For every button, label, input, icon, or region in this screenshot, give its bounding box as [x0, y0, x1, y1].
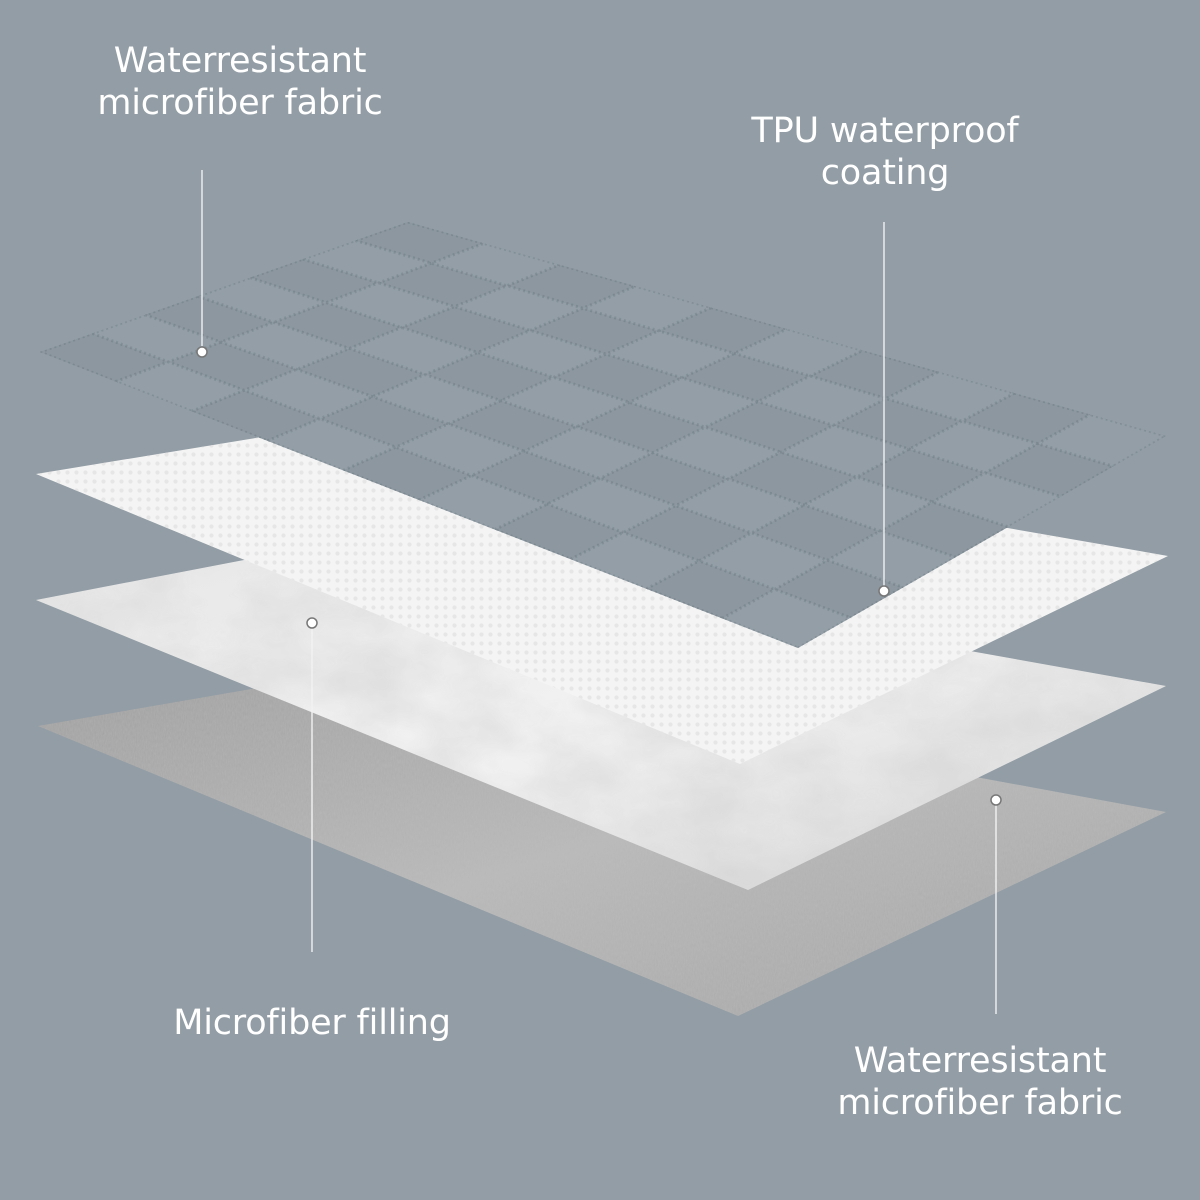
- quilt-cell: [244, 369, 373, 419]
- marker-bottom-fabric: [990, 794, 1002, 806]
- quilt-cell: [757, 376, 887, 426]
- quilt-cell: [250, 259, 379, 303]
- label-tpu-line1: TPU waterproof: [751, 111, 1019, 151]
- quilt-cell: [734, 329, 863, 376]
- quilt-cell: [419, 475, 548, 530]
- quilt-cell: [856, 449, 986, 502]
- quilt-cell: [722, 589, 851, 648]
- quilt-cell: [524, 426, 653, 479]
- filling-layer: [36, 540, 1166, 890]
- quilt-cell: [448, 400, 577, 452]
- leader-markers: [196, 346, 1002, 806]
- quilt-cell: [145, 296, 274, 343]
- quilt-cell: [646, 560, 775, 619]
- quilt-cell: [553, 354, 682, 403]
- quilt-cell: [606, 330, 735, 378]
- marker-top-fabric: [196, 346, 208, 358]
- marker-filling: [306, 617, 318, 629]
- quilt-cell: [500, 377, 630, 427]
- quilt-cell: [780, 425, 910, 478]
- quilt-cell: [658, 307, 787, 354]
- label-bottom-fabric-line2: microfiber fabric: [837, 1083, 1123, 1123]
- marker-tpu: [878, 585, 890, 597]
- quilt-cell: [833, 398, 962, 450]
- quilt-cell: [623, 505, 752, 561]
- quilt-cell: [372, 374, 501, 424]
- quilt-cell: [343, 447, 472, 500]
- quilt-cell: [530, 308, 659, 355]
- quilt-cell: [355, 222, 484, 264]
- quilt-cell: [1037, 414, 1166, 467]
- quilt-cell: [349, 327, 478, 375]
- quilt-cell: [652, 427, 781, 479]
- label-bottom-fabric: Waterresistant microfiber fabric: [780, 1040, 1180, 1124]
- quilt-cell: [302, 240, 432, 283]
- label-top-fabric: Waterresistant microfiber fabric: [40, 40, 440, 124]
- quilt-cell: [675, 478, 805, 533]
- quilt-cell: [751, 504, 880, 561]
- quilt-cell: [879, 501, 1009, 558]
- quilt-cell: [599, 452, 729, 506]
- quilt-cell: [582, 286, 712, 331]
- quilt-cell: [273, 302, 402, 349]
- quilt-cell: [471, 451, 600, 504]
- quilt-cell: [547, 478, 676, 533]
- quilt-cell: [40, 333, 169, 382]
- quilt-cell: [886, 371, 1015, 422]
- quilt-cell: [494, 504, 624, 560]
- label-top-fabric-line1: Waterresistant: [113, 41, 367, 81]
- quilted-fabric-layer: [40, 222, 1166, 648]
- quilt-cell: [810, 350, 939, 399]
- label-filling-line1: Microfiber filling: [173, 1003, 451, 1043]
- quilt-cell: [115, 361, 245, 412]
- quilt-cell: [197, 277, 327, 323]
- label-filling: Microfiber filling: [112, 1002, 512, 1044]
- label-tpu-coating: TPU waterproof coating: [685, 110, 1085, 194]
- label-top-fabric-line2: microfiber fabric: [97, 83, 383, 123]
- quilt-cell: [576, 402, 706, 453]
- quilt-cell: [570, 532, 699, 589]
- quilt-cell: [985, 443, 1114, 497]
- tpu-coating-layer: [36, 418, 1168, 764]
- quilt-cell: [425, 352, 554, 401]
- quilt-cell: [92, 314, 221, 362]
- quilt-cell: [477, 330, 607, 378]
- quilt-cell: [319, 396, 449, 448]
- quilt-cell: [454, 285, 583, 331]
- quilt-cell: [774, 560, 904, 618]
- label-bottom-fabric-line1: Waterresistant: [853, 1041, 1107, 1081]
- quilt-cell: [191, 390, 320, 441]
- quilt-cell: [698, 532, 828, 590]
- quilt-cell: [705, 401, 834, 453]
- quilt-cell: [296, 348, 426, 397]
- quilt-cell: [431, 243, 560, 286]
- quilt-cell: [507, 264, 636, 309]
- quilt-cell: [728, 452, 857, 505]
- quilt-cell: [932, 472, 1061, 527]
- quilt-cell: [961, 393, 1091, 444]
- quilt-cell: [909, 421, 1038, 473]
- quilt-cell: [629, 377, 758, 428]
- leader-lines: [201, 170, 997, 1014]
- label-tpu-line2: coating: [820, 153, 950, 193]
- quilt-cell: [267, 418, 396, 471]
- quilt-cell: [681, 353, 811, 402]
- quilt-cell: [395, 423, 525, 476]
- quilt-cell: [401, 306, 531, 353]
- quilt-cell: [804, 477, 933, 532]
- quilt-cell: [378, 263, 508, 307]
- bottom-fabric-layer: [38, 667, 1166, 1016]
- quilt-cell: [326, 282, 455, 328]
- quilt-cell: [220, 322, 350, 370]
- quilt-cell: [827, 531, 956, 588]
